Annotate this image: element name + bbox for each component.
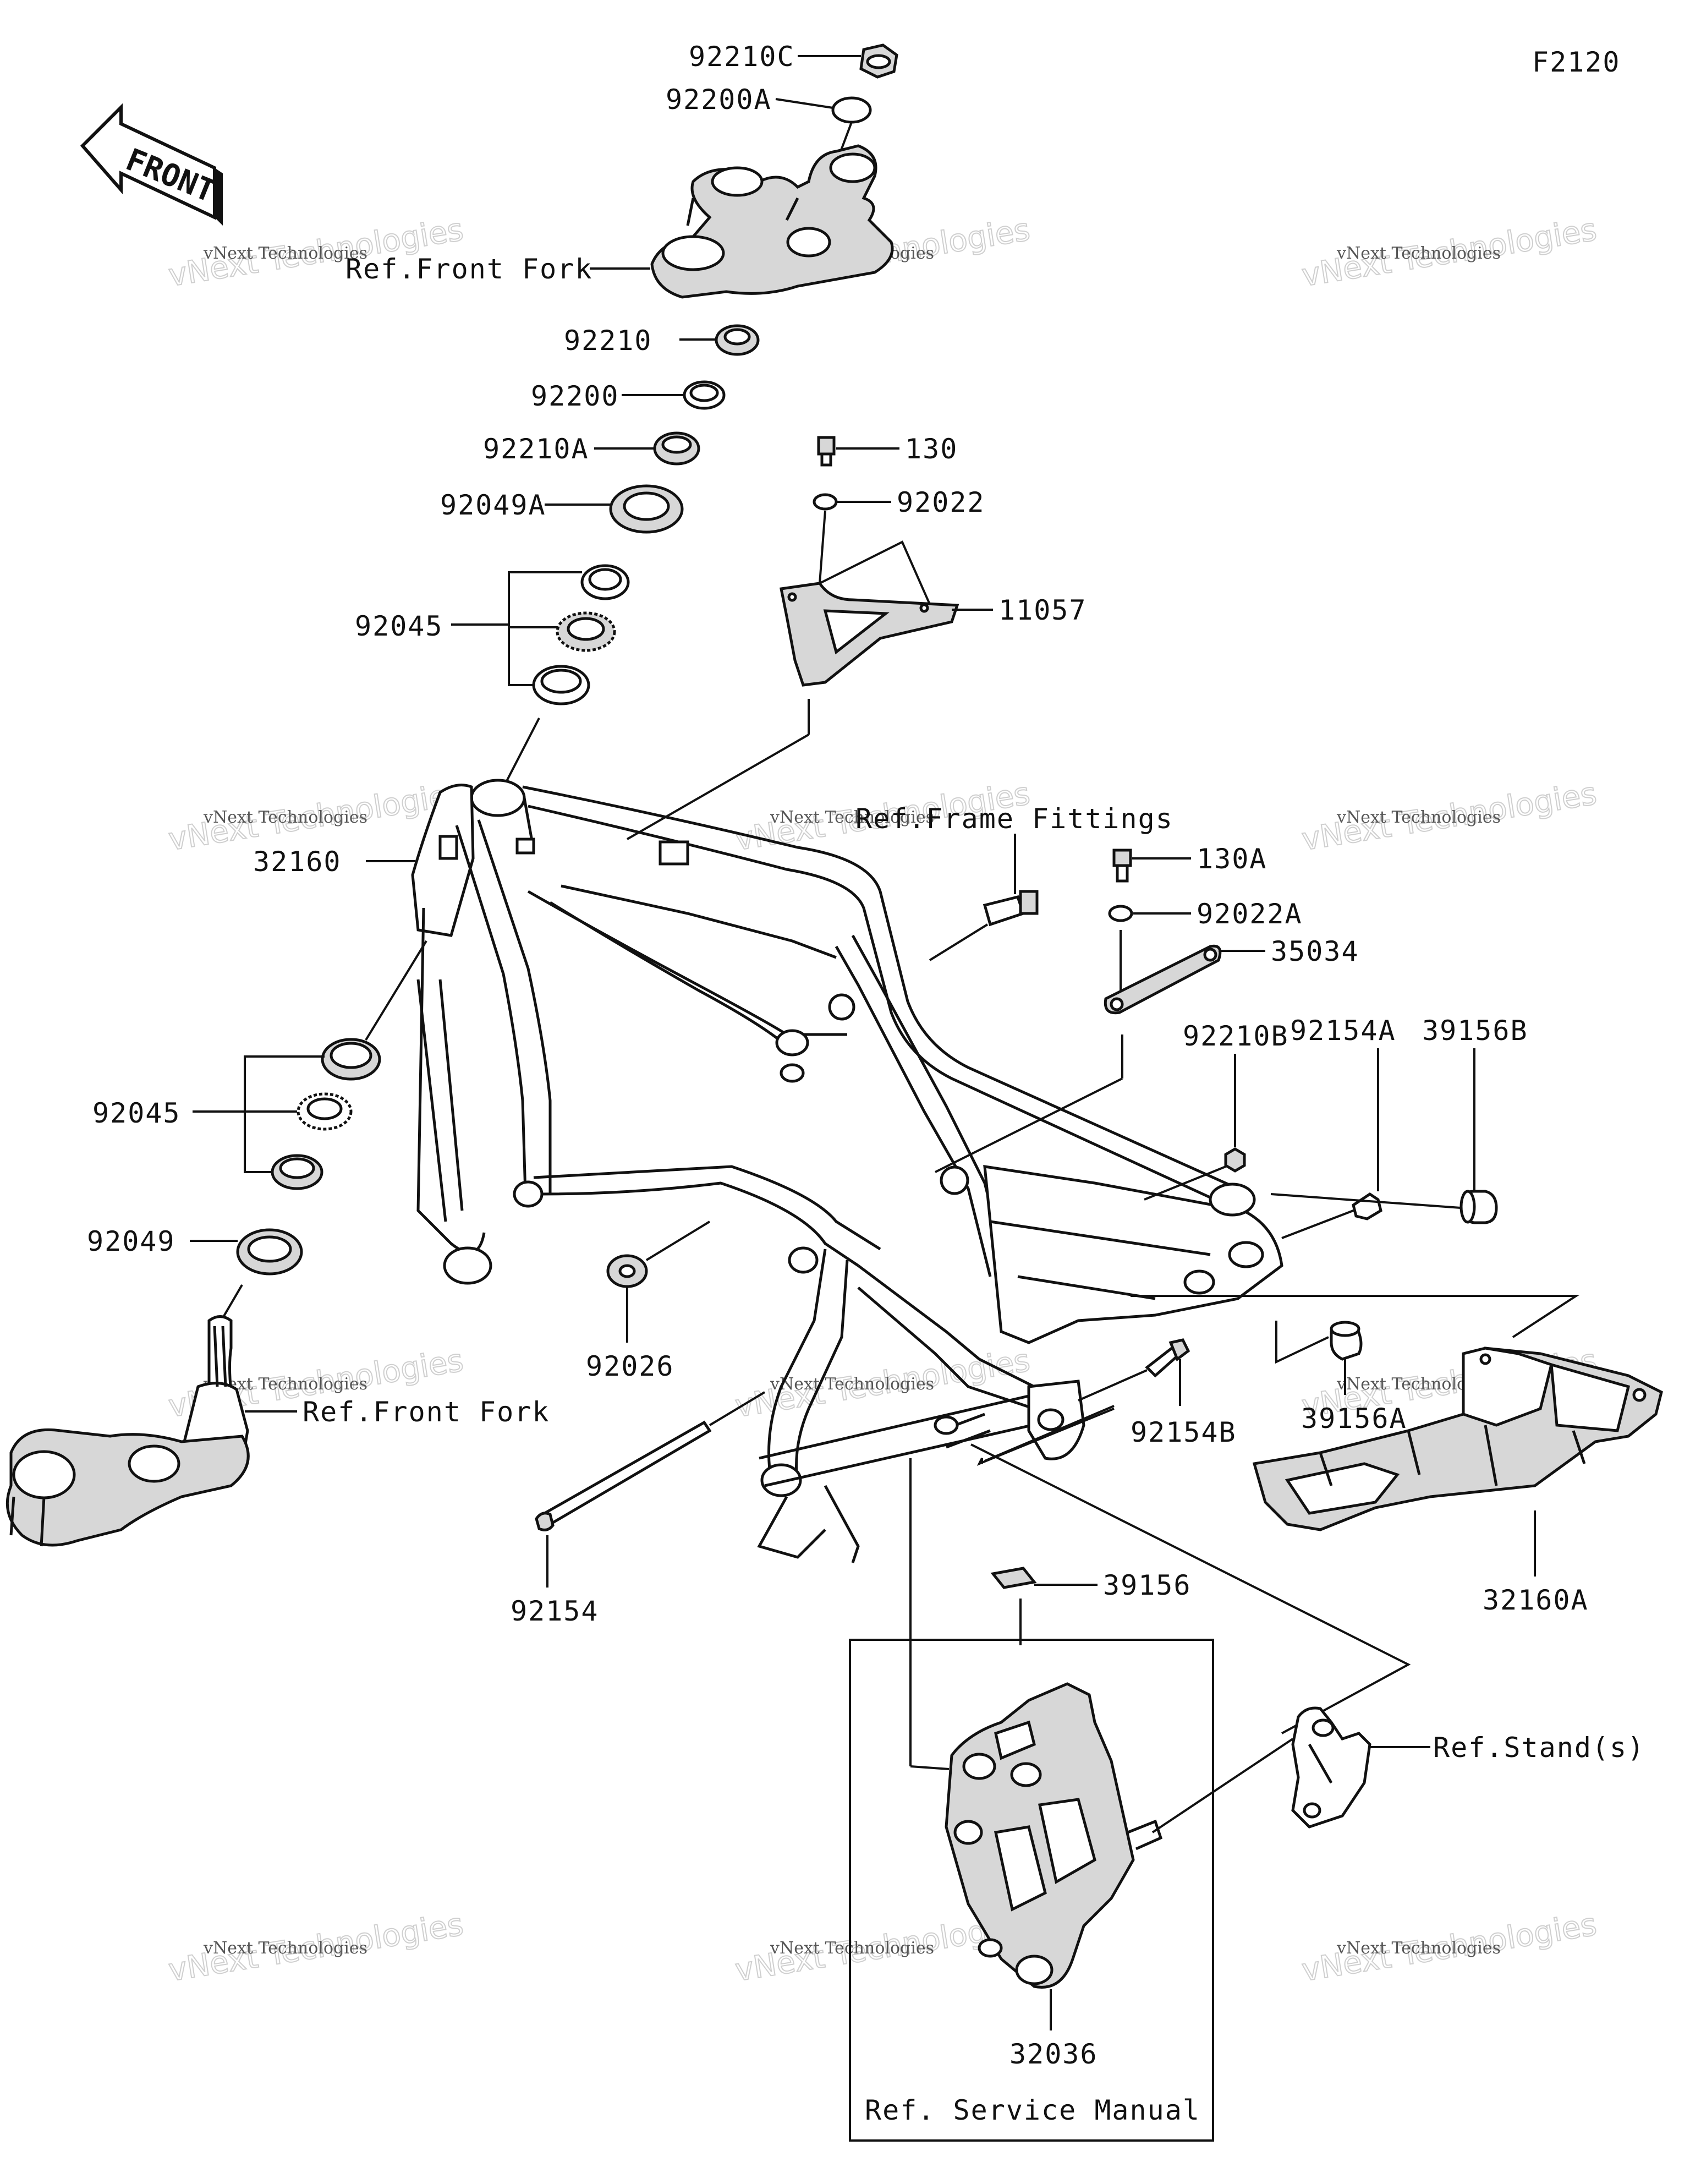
label-11057: 11057: [998, 594, 1087, 626]
watermark-small: vNext Technologies: [203, 808, 367, 827]
label-ref-frame-fittings: Ref.Frame Fittings: [855, 803, 1173, 835]
label-ref-front-fork-top: Ref.Front Fork: [345, 253, 592, 285]
part-92022-washer-icon: [813, 493, 838, 511]
label-92045-bottom: 92045: [92, 1097, 181, 1129]
watermark-small: vNext Technologies: [203, 1939, 367, 1958]
part-92154-through-bolt-icon: [535, 1420, 712, 1531]
label-ref-front-fork-bottom: Ref.Front Fork: [303, 1396, 550, 1428]
front-arrow-icon: FRONT: [80, 103, 223, 226]
bracket-32036-icon: [945, 1682, 1163, 1989]
lower-triple-clamp-icon: [6, 1315, 250, 1547]
part-92200-icon: [683, 380, 726, 410]
part-39156-icon: [990, 1567, 1037, 1589]
part-92154A-bolt-icon: [1352, 1192, 1382, 1220]
label-92210C: 92210C: [689, 41, 795, 73]
part-92200A-icon: [831, 96, 872, 124]
watermark-small: vNext Technologies: [770, 1939, 934, 1958]
part-39156B-damper-icon: [1459, 1190, 1498, 1224]
part-92049-seal-icon: [236, 1228, 303, 1276]
part-130-bolt-icon: [817, 436, 836, 467]
part-92210-icon: [715, 324, 760, 356]
label-92045-top: 92045: [355, 610, 443, 642]
part-92026-spacer-icon: [606, 1254, 648, 1288]
part-92210C-icon: [859, 43, 898, 79]
label-130A: 130A: [1197, 843, 1267, 875]
watermark-small: vNext Technologies: [1336, 1939, 1501, 1958]
label-39156: 39156: [1103, 1569, 1192, 1601]
part-92022A-washer-icon: [1108, 905, 1133, 922]
bearing-set-top-icon: [532, 564, 630, 705]
label-92210A: 92210A: [483, 433, 589, 465]
label-92049A: 92049A: [440, 489, 546, 521]
label-92022A: 92022A: [1197, 898, 1303, 930]
label-ref-service-manual: Ref. Service Manual: [865, 2094, 1200, 2126]
label-92026: 92026: [586, 1350, 674, 1382]
watermark-small: vNext Technologies: [770, 1375, 934, 1394]
label-130: 130: [905, 433, 958, 465]
label-32160: 32160: [253, 846, 342, 878]
label-92210B: 92210B: [1183, 1020, 1289, 1052]
bracket-11057-icon: [780, 582, 959, 687]
bearing-set-bottom-icon: [271, 1038, 381, 1190]
service-manual-box: [849, 1639, 1214, 2142]
label-39156B: 39156B: [1422, 1015, 1528, 1047]
main-frame-32160-icon: [411, 779, 1283, 1563]
part-92210A-icon: [653, 431, 700, 466]
label-32160A: 32160A: [1483, 1584, 1589, 1616]
frame-fitting-bolt-icon: [983, 890, 1039, 927]
label-ref-stands: Ref.Stand(s): [1433, 1732, 1645, 1764]
part-92210B-nut-icon: [1224, 1147, 1246, 1173]
label-92210: 92210: [564, 325, 652, 357]
watermark-small: vNext Technologies: [203, 244, 367, 263]
stand-bracket-icon: [1291, 1706, 1371, 1829]
label-92154B: 92154B: [1131, 1416, 1237, 1448]
part-92154B-bolt-icon: [1145, 1338, 1190, 1378]
watermark-small: vNext Technologies: [770, 808, 934, 827]
label-35034: 35034: [1271, 935, 1359, 967]
label-92154A: 92154A: [1290, 1015, 1396, 1047]
part-39156A-damper-icon: [1330, 1321, 1363, 1361]
upper-triple-clamp-icon: [650, 144, 894, 299]
part-92049A-icon: [609, 484, 684, 534]
label-32036: 32036: [1009, 2038, 1098, 2070]
sub-frame-32160A-icon: [1252, 1346, 1663, 1531]
label-92154: 92154: [511, 1595, 599, 1627]
diagram-code: F2120: [1532, 46, 1621, 78]
part-130A-bolt-icon: [1112, 849, 1132, 883]
label-92200A: 92200A: [666, 84, 772, 116]
label-39156A: 39156A: [1301, 1403, 1407, 1435]
watermark-small: vNext Technologies: [1336, 808, 1501, 827]
link-35034-icon: [1104, 944, 1222, 1015]
label-92022: 92022: [897, 486, 985, 518]
watermark-small: vNext Technologies: [1336, 244, 1501, 263]
label-92200: 92200: [531, 380, 619, 412]
watermarks: vNext Technologies vNext Technologies vN…: [166, 211, 1600, 1989]
label-92049: 92049: [87, 1225, 175, 1257]
